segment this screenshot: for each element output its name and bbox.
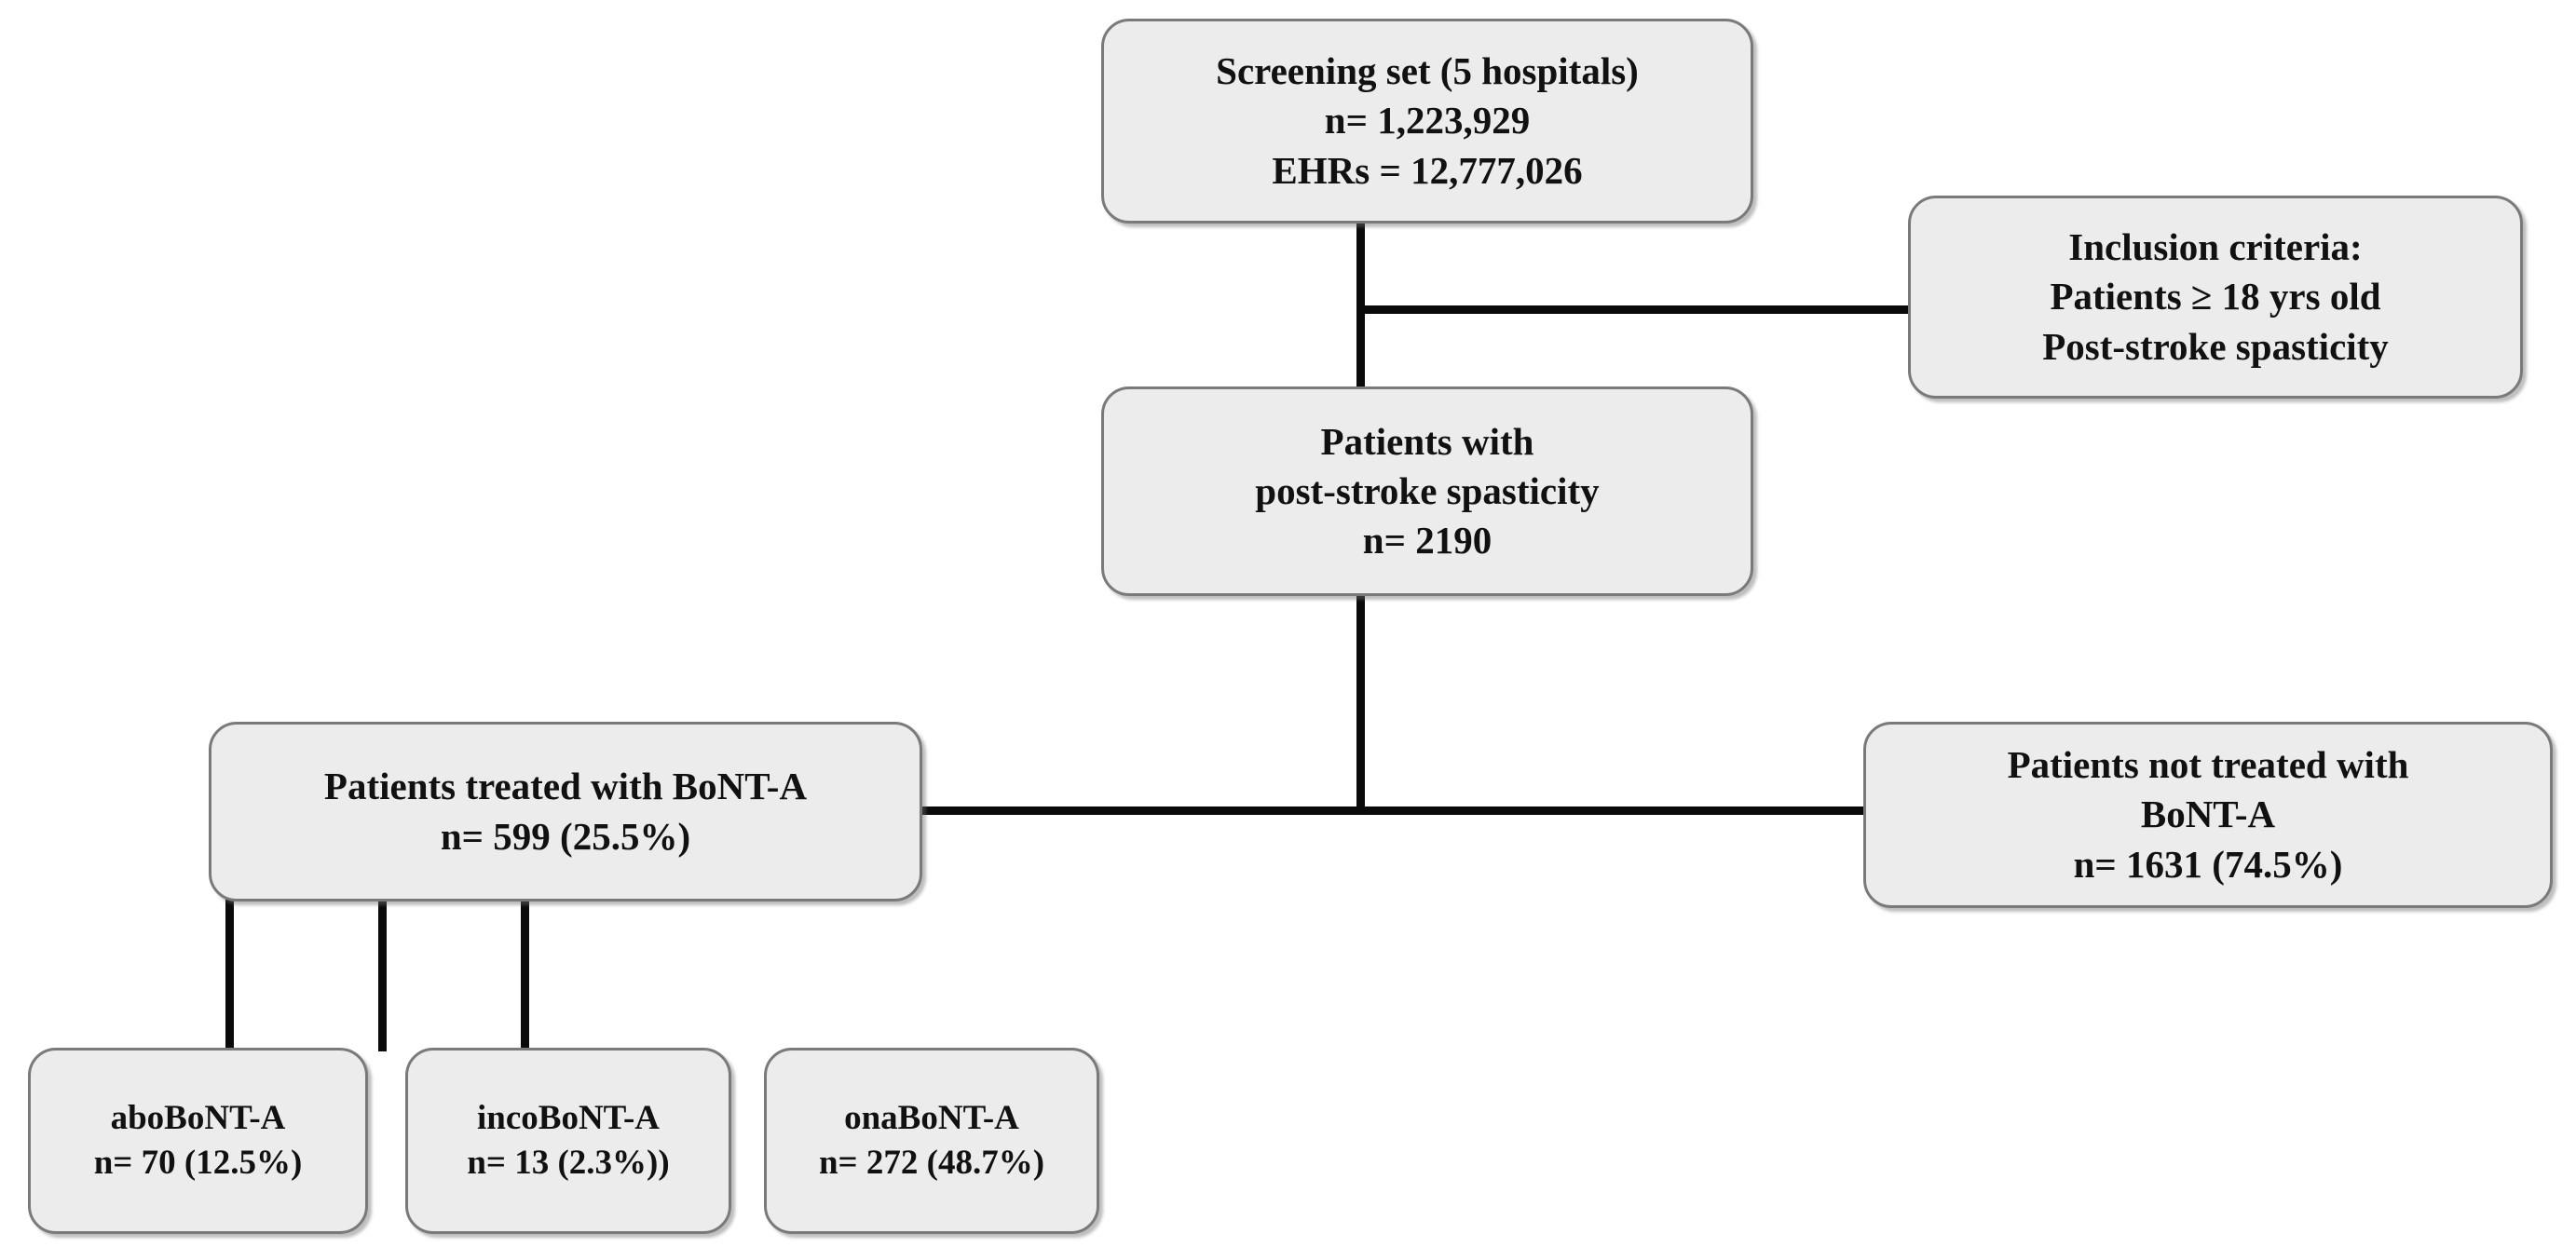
- node-spasticity-line-3: n= 2190: [1362, 519, 1492, 563]
- node-patients-post-stroke-spasticity[interactable]: Patients with post-stroke spasticity n= …: [1101, 386, 1753, 596]
- node-spasticity-line-1: Patients with: [1320, 419, 1534, 463]
- node-screening-set[interactable]: Screening set (5 hospitals) n= 1,223,929…: [1101, 19, 1753, 224]
- node-screening-set-line-2: n= 1,223,929: [1324, 99, 1531, 142]
- node-abobont-a[interactable]: aboBoNT-A n= 70 (12.5%): [28, 1048, 368, 1234]
- connector-treated-to-abobont-a: [225, 898, 234, 1051]
- connector-treated-untreated-split: [919, 806, 1867, 815]
- connector-treated-to-incobont-a: [378, 898, 387, 1051]
- node-patients-not-treated-bont-a[interactable]: Patients not treated with BoNT-A n= 1631…: [1863, 722, 2553, 908]
- node-untreated-line-1: Patients not treated with: [2007, 743, 2409, 787]
- node-incobont-a[interactable]: incoBoNT-A n= 13 (2.3%)): [405, 1048, 731, 1234]
- connector-spasticity-to-split: [1356, 592, 1365, 814]
- node-abobont-a-line-1: aboBoNT-A: [110, 1098, 286, 1137]
- node-onabont-a-line-2: n= 272 (48.7%): [818, 1144, 1045, 1182]
- node-untreated-line-2: BoNT-A: [2140, 793, 2276, 836]
- node-patients-treated-bont-a[interactable]: Patients treated with BoNT-A n= 599 (25.…: [209, 722, 922, 901]
- node-abobont-a-line-2: n= 70 (12.5%): [93, 1144, 303, 1182]
- node-onabont-a-line-1: onaBoNT-A: [844, 1098, 1019, 1137]
- connector-to-inclusion-criteria: [1356, 305, 1912, 314]
- node-inclusion-criteria-line-1: Inclusion criteria:: [2068, 225, 2363, 269]
- node-inclusion-criteria-line-2: Patients ≥ 18 yrs old: [2050, 275, 2381, 319]
- node-untreated-line-3: n= 1631 (74.5%): [2073, 842, 2343, 886]
- node-spasticity-line-2: post-stroke spasticity: [1255, 468, 1600, 512]
- node-incobont-a-line-1: incoBoNT-A: [476, 1098, 660, 1137]
- node-treated-line-2: n= 599 (25.5%): [440, 814, 691, 858]
- node-screening-set-line-3: EHRs = 12,777,026: [1272, 148, 1583, 192]
- node-treated-line-1: Patients treated with BoNT-A: [323, 765, 808, 808]
- node-screening-set-line-1: Screening set (5 hospitals): [1216, 49, 1639, 93]
- node-incobont-a-line-2: n= 13 (2.3%)): [467, 1144, 670, 1182]
- node-onabont-a[interactable]: onaBoNT-A n= 272 (48.7%): [764, 1048, 1099, 1234]
- node-inclusion-criteria[interactable]: Inclusion criteria: Patients ≥ 18 yrs ol…: [1908, 196, 2523, 399]
- node-inclusion-criteria-line-3: Post-stroke spasticity: [2042, 324, 2389, 368]
- connector-treated-to-onabont-a: [521, 898, 529, 1051]
